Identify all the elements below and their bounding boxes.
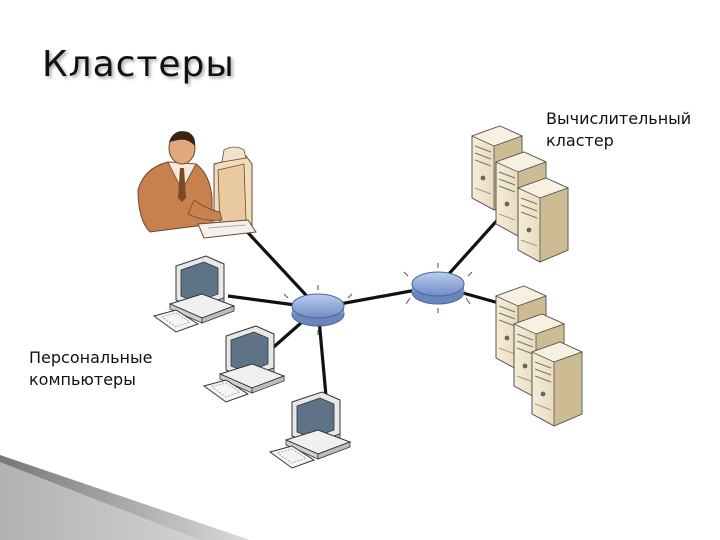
person-at-computer-icon <box>137 131 257 239</box>
pc-label: Персональные компьютеры <box>29 347 152 391</box>
decorative-stripe <box>0 455 250 540</box>
personal-computer-icon <box>269 391 351 469</box>
network-hub-icon <box>403 263 473 313</box>
personal-computer-icon <box>203 325 285 403</box>
network-hub-icon <box>283 285 353 335</box>
pc-label-line1: Персональные <box>29 348 153 367</box>
cluster-label-line2: кластер <box>546 131 614 150</box>
server-rack-icon <box>531 341 583 427</box>
pc-label-line2: компьютеры <box>29 370 136 389</box>
slide-title: Кластеры <box>42 44 235 85</box>
personal-computer-icon <box>153 255 235 333</box>
cluster-label-line1: Вычислительный <box>546 109 692 128</box>
cluster-label: Вычислительный кластер <box>546 108 691 152</box>
server-rack-icon <box>517 177 569 263</box>
